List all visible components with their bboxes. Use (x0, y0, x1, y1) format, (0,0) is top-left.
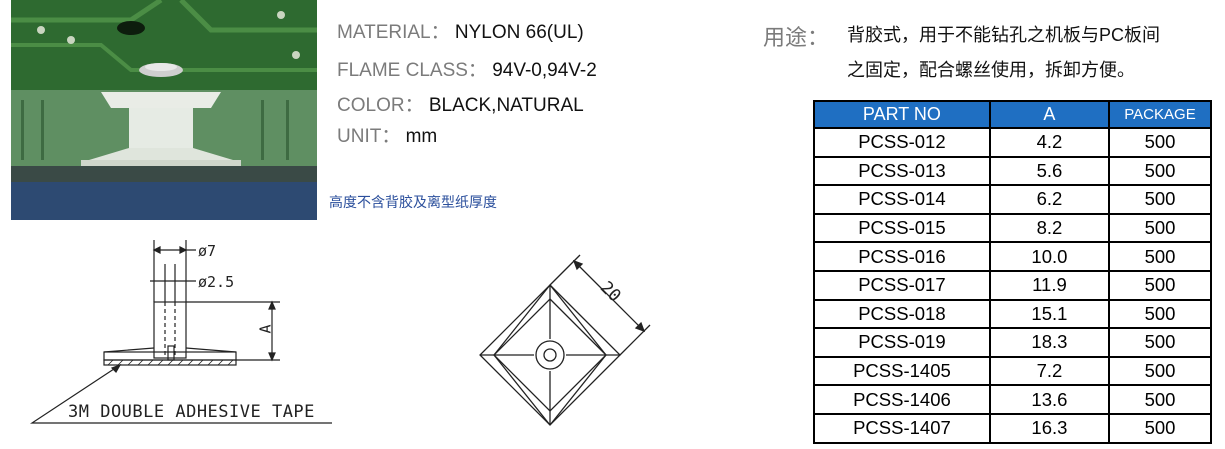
usage-label: 用途： (763, 25, 830, 50)
part-no-cell: PCSS-1406 (813, 384, 991, 415)
a-cell: 8.2 (988, 212, 1111, 244)
spec-unit-value: mm (405, 126, 438, 147)
package-cell: 500 (1108, 241, 1212, 272)
dim-outer-diameter: ø7 (198, 242, 217, 260)
package-cell: 500 (1108, 127, 1212, 158)
package-cell: 500 (1108, 184, 1212, 215)
spec-color-value: BLACK,NATURAL (428, 95, 584, 116)
a-cell: 5.6 (988, 155, 1111, 187)
tape-label: 3M DOUBLE ADHESIVE TAPE (68, 402, 315, 422)
spec-unit-label: UNIT： (337, 126, 401, 147)
part-no-cell: PCSS-014 (813, 184, 991, 215)
part-no-cell: PCSS-1407 (813, 412, 991, 444)
spec-color-label: COLOR： (337, 95, 424, 116)
a-cell: 16.3 (988, 412, 1111, 444)
a-cell: 11.9 (988, 269, 1111, 301)
usage-line-1: 背胶式，用于不能钻孔之机板与PC板间 (847, 25, 1161, 45)
product-photo (11, 0, 317, 220)
spec-material: MATERIAL： NYLON 66(UL) (337, 17, 584, 44)
part-no-cell: PCSS-1405 (813, 355, 991, 387)
photo-caption: 高度不含背胶及离型纸厚度 (329, 195, 497, 211)
spec-flame-class-label: FLAME CLASS： (337, 60, 487, 81)
package-cell: 500 (1108, 155, 1212, 187)
part-no-cell: PCSS-015 (813, 212, 991, 244)
a-cell: 18.3 (988, 327, 1111, 358)
package-cell: 500 (1108, 355, 1212, 387)
part-no-cell: PCSS-018 (813, 298, 991, 330)
package-cell: 500 (1108, 384, 1212, 415)
spec-material-label: MATERIAL： (337, 22, 450, 43)
a-cell: 7.2 (988, 355, 1111, 387)
part-no-cell: PCSS-016 (813, 241, 991, 272)
part-no-cell: PCSS-013 (813, 155, 991, 187)
package-cell: 500 (1108, 298, 1212, 330)
dim-height-a: A (256, 324, 275, 334)
package-cell: 500 (1108, 269, 1212, 301)
spec-material-value: NYLON 66(UL) (454, 22, 584, 43)
usage-line-2: 之固定，配合螺丝使用，拆卸方便。 (847, 60, 1135, 80)
package-cell: 500 (1108, 327, 1212, 358)
spec-flame-class: FLAME CLASS： 94V-0,94V-2 (337, 55, 597, 82)
a-cell: 4.2 (988, 127, 1111, 158)
part-no-cell: PCSS-019 (813, 327, 991, 358)
side-view-drawing (29, 240, 332, 424)
part-no-cell: PCSS-012 (813, 127, 991, 158)
spec-color: COLOR： BLACK,NATURAL (337, 90, 584, 117)
spec-flame-class-value: 94V-0,94V-2 (492, 60, 597, 81)
a-cell: 15.1 (988, 298, 1111, 330)
header-package: PACKAGE (1108, 100, 1212, 129)
a-cell: 6.2 (988, 184, 1111, 215)
dim-inner-diameter: ø2.5 (198, 273, 235, 291)
package-cell: 500 (1108, 212, 1212, 244)
header-part-no: PART NO (813, 100, 991, 129)
package-cell: 500 (1108, 412, 1212, 444)
a-cell: 13.6 (988, 384, 1111, 415)
top-view-drawing (479, 254, 651, 426)
spec-unit: UNIT： mm (337, 121, 437, 148)
table-header-row: PART NO A PACKAGE (813, 100, 1212, 129)
a-cell: 10.0 (988, 241, 1111, 272)
header-a: A (988, 100, 1111, 129)
part-no-cell: PCSS-017 (813, 269, 991, 301)
